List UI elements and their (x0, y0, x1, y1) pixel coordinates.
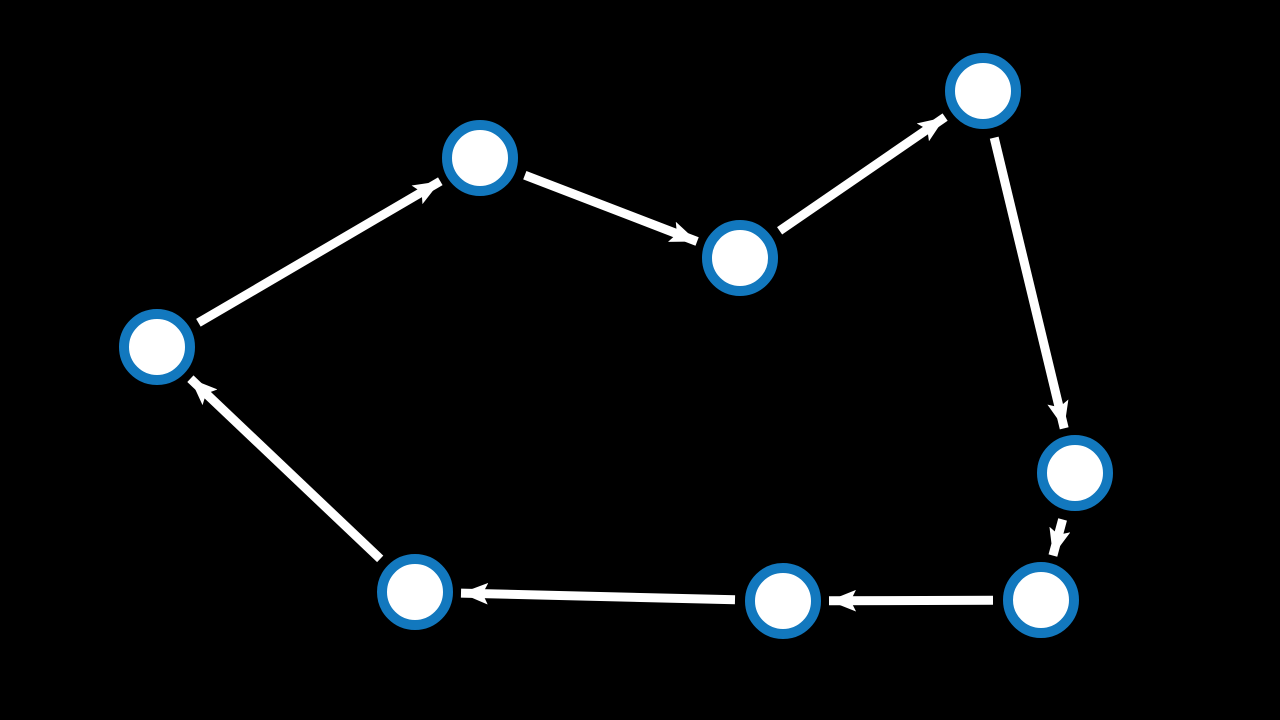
edge-arrow-node-bottom-right-to-node-bottom-middle (828, 589, 994, 612)
edge-arrow-node-bottom-left-to-node-left (187, 375, 384, 563)
node-top-left (442, 120, 518, 196)
edge-arrow-node-right-to-node-bottom-right (1048, 518, 1071, 557)
edge-arrow-node-top-left-to-node-middle (523, 171, 699, 246)
node-middle (702, 220, 778, 296)
edge-arrow-node-top-right-to-node-right (989, 136, 1069, 430)
node-left (119, 309, 195, 385)
edge-arrow-node-middle-to-node-top-right (777, 113, 948, 235)
node-bottom-right (1003, 562, 1079, 638)
edges-layer (187, 113, 1071, 612)
node-bottom-left (377, 554, 453, 630)
edge-arrow-node-bottom-middle-to-node-bottom-left (460, 582, 736, 605)
node-top-right (945, 53, 1021, 129)
node-bottom-middle (745, 563, 821, 639)
node-right (1037, 435, 1113, 511)
edge-arrow-node-left-to-node-top-left (196, 177, 443, 327)
nodes-layer (119, 53, 1113, 639)
